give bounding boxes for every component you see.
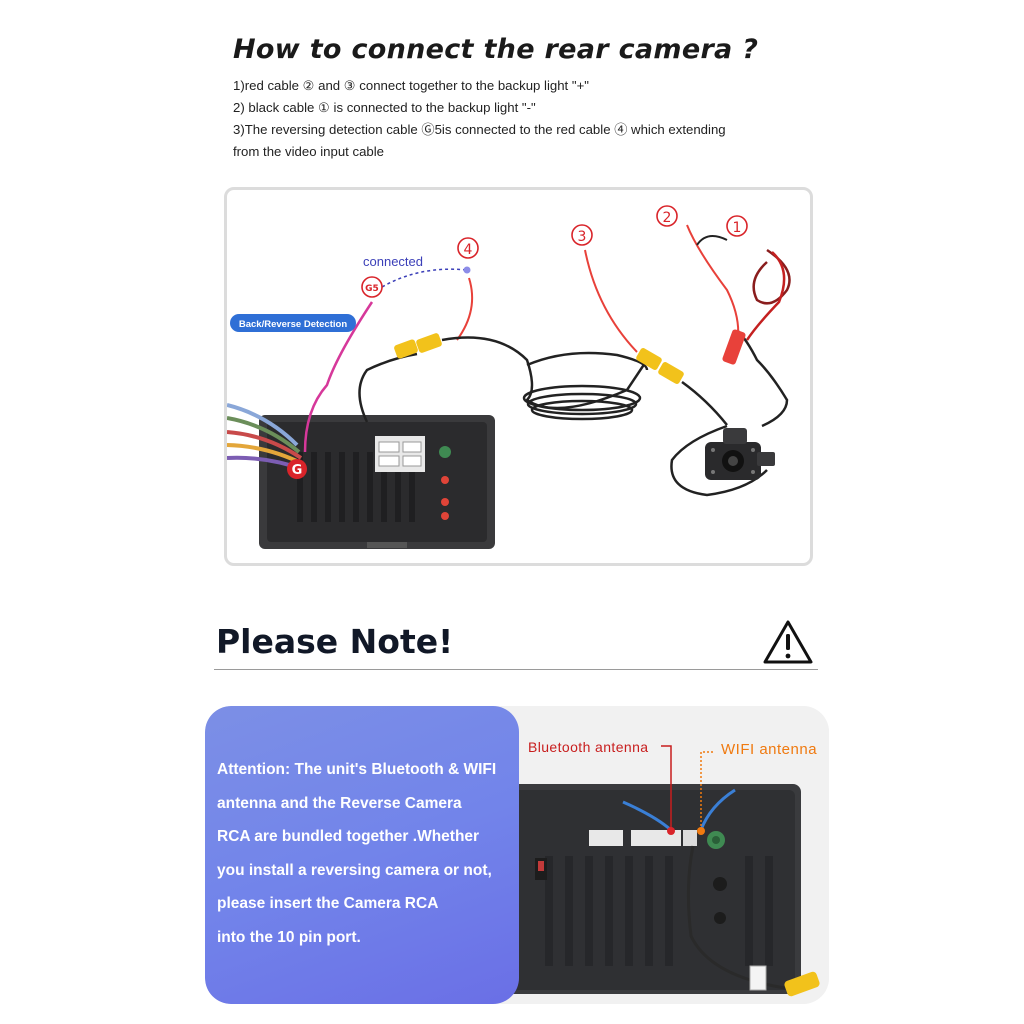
connected-dotted-line	[376, 268, 468, 291]
rca-connector-2	[636, 348, 684, 384]
attention-text: Attention: The unit's Bluetooth & WIFI a…	[217, 753, 517, 955]
note-heading: Please Note!	[216, 622, 454, 661]
cable-coil	[522, 384, 642, 412]
rear-camera-image	[705, 428, 775, 480]
attention-line: antenna and the Reverse Camera	[217, 794, 462, 812]
page-title: How to connect the rear camera ?	[233, 34, 759, 65]
marker-2: 2	[656, 205, 678, 227]
detection-wire	[303, 301, 374, 453]
black-cable-1	[696, 235, 728, 246]
svg-text:2: 2	[663, 210, 672, 226]
wiring-diagram: 4 3 2 1 G5 G connected Back/Reverse Dete…	[227, 205, 791, 549]
note-divider	[214, 669, 818, 670]
svg-text:1: 1	[733, 220, 742, 236]
wifi-antenna-label: WIFI antenna	[721, 741, 818, 758]
attention-line: RCA are bundled together .Whether	[217, 828, 480, 846]
step-1: 1)red cable ② and ③ connect together to …	[233, 78, 589, 93]
step-3: 3)The reversing detection cable Ⓖ5is con…	[233, 122, 726, 137]
marker-1: 1	[726, 215, 748, 237]
svg-text:Back/Reverse Detection: Back/Reverse Detection	[239, 319, 347, 330]
instruction-steps: 1)red cable ② and ③ connect together to …	[233, 75, 793, 163]
connected-label: connected	[363, 254, 423, 269]
red-cable-3	[584, 249, 638, 353]
extension-cable	[441, 336, 649, 410]
bluetooth-antenna-label: Bluetooth antenna	[528, 739, 649, 755]
red-cable-4	[456, 277, 474, 341]
back-reverse-detection-badge: Back/Reverse Detection	[230, 314, 356, 332]
power-connector	[722, 329, 746, 365]
connection-point	[463, 266, 471, 274]
warning-triangle-icon	[762, 618, 814, 670]
rca-connector-1	[394, 333, 442, 359]
attention-line: into the 10 pin port.	[217, 928, 361, 946]
svg-text:3: 3	[578, 229, 587, 245]
marker-4: 4	[457, 237, 479, 259]
attention-line: Attention: The unit's Bluetooth & WIFI	[217, 761, 497, 778]
marker-g5: G5	[361, 276, 383, 298]
marker-3: 3	[571, 224, 593, 246]
video-input-cable	[358, 352, 418, 423]
red-cable-2	[686, 224, 740, 346]
attention-panel: Attention: The unit's Bluetooth & WIFI a…	[205, 706, 519, 1004]
step-2: 2) black cable ① is connected to the bac…	[233, 100, 536, 115]
head-unit-image	[259, 415, 495, 549]
svg-text:4: 4	[464, 242, 473, 258]
attention-card: Attention: The unit's Bluetooth & WIFI a…	[205, 706, 829, 1004]
svg-text:G5: G5	[365, 284, 379, 294]
svg-text:G: G	[292, 463, 303, 478]
wiring-diagram-panel: 4 3 2 1 G5 G connected Back/Reverse Dete…	[224, 187, 813, 566]
attention-line: please insert the Camera RCA	[217, 895, 439, 913]
step-3-continued: from the video input cable	[233, 144, 385, 159]
marker-g: G	[287, 459, 307, 479]
attention-line: you install a reversing camera or not,	[217, 861, 492, 879]
